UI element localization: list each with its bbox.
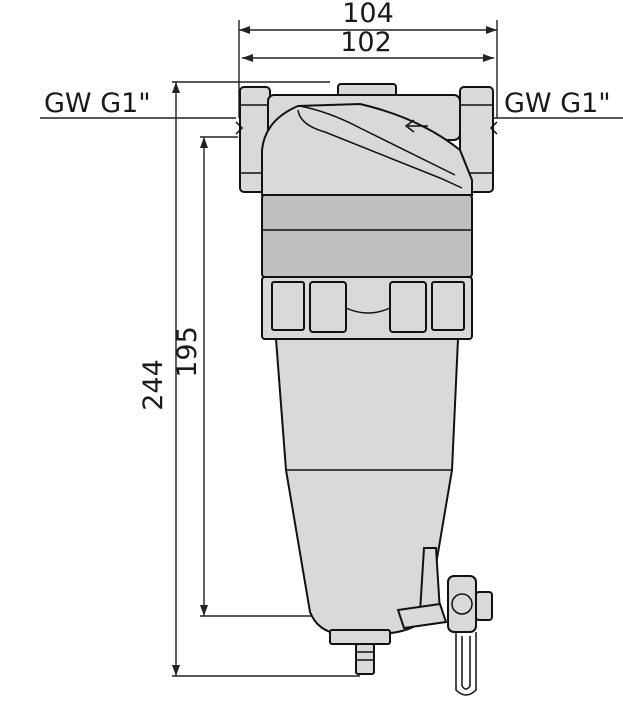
drain-valve-icon bbox=[396, 547, 493, 696]
right-thread-label: GW G1" bbox=[504, 88, 611, 119]
clamp-ring bbox=[261, 276, 473, 340]
height-dimension-244: 244 bbox=[138, 81, 360, 677]
left-thread-label: GW G1" bbox=[44, 88, 151, 119]
total-height-value: 244 bbox=[138, 359, 169, 411]
height-dimension-195: 195 bbox=[172, 136, 420, 617]
outer-width-value: 104 bbox=[342, 0, 394, 29]
width-dimension-102: 102 bbox=[242, 27, 494, 62]
inlet-arrow-icon bbox=[404, 119, 428, 133]
right-port bbox=[459, 86, 498, 193]
inner-width-value: 102 bbox=[340, 27, 392, 58]
width-dimension-104: 104 bbox=[238, 0, 498, 118]
left-connection-label: GW G1" bbox=[40, 88, 236, 119]
cartridge-height-value: 195 bbox=[172, 326, 203, 378]
right-connection-label: GW G1" bbox=[494, 88, 623, 119]
drain-outlet bbox=[329, 629, 391, 675]
